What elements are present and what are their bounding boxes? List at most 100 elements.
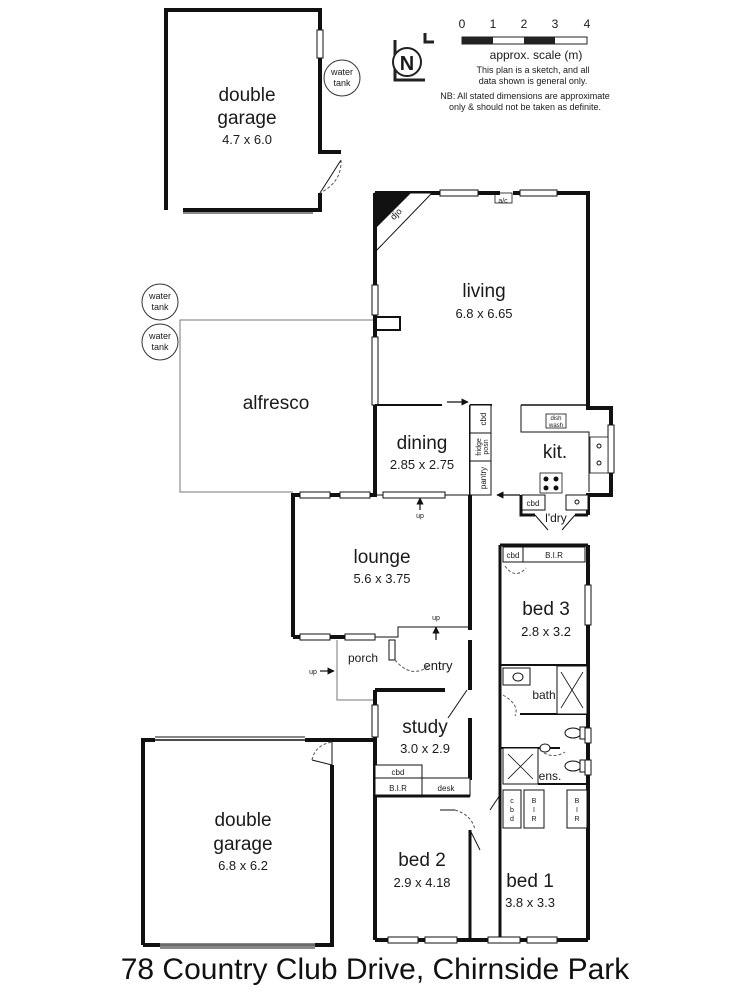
compass-letter: N (400, 53, 414, 75)
water-tank: water tank (141, 323, 179, 361)
window (299, 491, 331, 499)
window (344, 633, 376, 641)
room-name: lounge (353, 547, 410, 568)
scale-tick: 2 (521, 17, 528, 31)
svg-text:pantry: pantry (479, 467, 488, 489)
djo-fixture (375, 193, 411, 229)
water-tank: water tank (323, 59, 361, 97)
svg-text:up: up (432, 615, 440, 622)
window (371, 284, 379, 316)
garage-top: double garage 4.7 x 6.0 (164, 8, 342, 214)
garage-bottom: double garage 6.8 x 6.2 (141, 736, 375, 949)
svg-text:b: b (510, 807, 514, 814)
svg-text:up: up (309, 669, 317, 676)
sliding-door (382, 491, 446, 499)
room-dims: 4.7 x 6.0 (222, 132, 272, 147)
room-name: garage (217, 108, 276, 129)
svg-text:water: water (148, 331, 171, 341)
svg-text:d: d (510, 816, 514, 823)
room-dims: 2.8 x 3.2 (521, 624, 571, 639)
bed-2: bed 2 2.9 x 4.18 (375, 809, 588, 944)
scale-label: approx. scale (m) (490, 48, 583, 62)
room-name: porch (348, 651, 378, 665)
svg-text:cbd: cbd (507, 551, 520, 560)
window (584, 727, 592, 744)
window (584, 584, 592, 626)
room-name: l'dry (545, 511, 567, 525)
vanity (502, 667, 531, 686)
kitchen-bench (520, 405, 590, 492)
sliding-door (371, 336, 379, 406)
scale-note-line: This plan is a sketch, and all (476, 65, 589, 75)
scale-bar-segment (524, 37, 555, 44)
built-in-robe (566, 789, 588, 829)
scale-tick: 1 (490, 17, 497, 31)
window (439, 189, 479, 197)
room-name: garage (213, 834, 272, 855)
disclaimer-line: NB: All stated dimensions are approximat… (440, 91, 610, 101)
svg-text:water: water (148, 291, 171, 301)
room-dims: 5.6 x 3.75 (353, 571, 410, 586)
scale-legend: 0 1 2 3 4 approx. scale (m) This plan is… (440, 17, 610, 112)
room-name: bed 1 (506, 871, 554, 892)
svg-text:I: I (533, 807, 535, 814)
svg-text:B: B (575, 798, 580, 805)
trough (565, 494, 589, 511)
svg-text:B: B (532, 798, 537, 805)
built-in-robe (522, 546, 586, 563)
room-name: living (462, 281, 505, 302)
room-name: ens. (539, 769, 562, 783)
svg-text:cbd: cbd (392, 768, 405, 777)
scale-bar-segment (462, 37, 493, 44)
lounge-room: up up lounge 5.6 x 3.75 (293, 491, 472, 641)
svg-text:tank: tank (151, 302, 169, 312)
window (607, 424, 615, 474)
svg-text:B.I.R: B.I.R (389, 784, 407, 793)
door (388, 639, 396, 661)
svg-text:desk: desk (438, 784, 456, 793)
scale-tick: 4 (584, 17, 591, 31)
window (299, 633, 331, 641)
room-name: alfresco (243, 393, 310, 414)
ensuite: ens. (500, 720, 592, 940)
room-name: entry (424, 658, 453, 673)
door-swing (319, 159, 342, 194)
room-dims: 3.0 x 2.9 (400, 741, 450, 756)
ac-label: a/c (498, 198, 508, 205)
scale-note-line: data shown is general only. (479, 76, 587, 86)
svg-text:up: up (416, 513, 424, 520)
svg-text:tank: tank (151, 342, 169, 352)
toilet (564, 727, 582, 739)
room-dims: 3.8 x 3.3 (505, 895, 555, 910)
alfresco: alfresco (179, 319, 375, 493)
porch-entry: up porch entry (309, 639, 472, 719)
bed-1: c b d B I R B I R bed 1 3.8 x 3.3 (454, 789, 588, 940)
room-name: dining (397, 433, 448, 454)
window (371, 704, 379, 738)
north-compass-icon: N (392, 33, 434, 82)
sink (589, 436, 609, 474)
svg-text:R: R (574, 816, 579, 823)
toilet (564, 760, 582, 772)
room-dims: 2.9 x 4.18 (393, 875, 450, 890)
window (339, 491, 371, 499)
room-name: kit. (543, 442, 567, 463)
window (487, 936, 521, 944)
svg-text:fridge: fridge (476, 438, 483, 456)
svg-text:tank: tank (333, 78, 351, 88)
room-dims: 6.8 x 6.65 (455, 306, 512, 321)
disclaimer-line: only & should not be taken as definite. (449, 102, 601, 112)
built-in-robe (523, 789, 545, 829)
svg-text:wash: wash (548, 423, 563, 429)
bed-3: cbd B.I.R bed 3 2.8 x 3.2 (498, 543, 592, 940)
heater-fixture (375, 316, 401, 331)
window (424, 936, 458, 944)
room-name: study (402, 717, 448, 738)
window (387, 936, 419, 944)
room-dims: 6.8 x 6.2 (218, 858, 268, 873)
room-name: bed 2 (398, 850, 446, 871)
dishwasher (545, 413, 567, 429)
kitchen: dish wash kit. (470, 404, 615, 515)
water-tank: water tank (141, 283, 179, 321)
study: cbd B.I.R desk study 3.0 x 2.9 (371, 690, 472, 940)
